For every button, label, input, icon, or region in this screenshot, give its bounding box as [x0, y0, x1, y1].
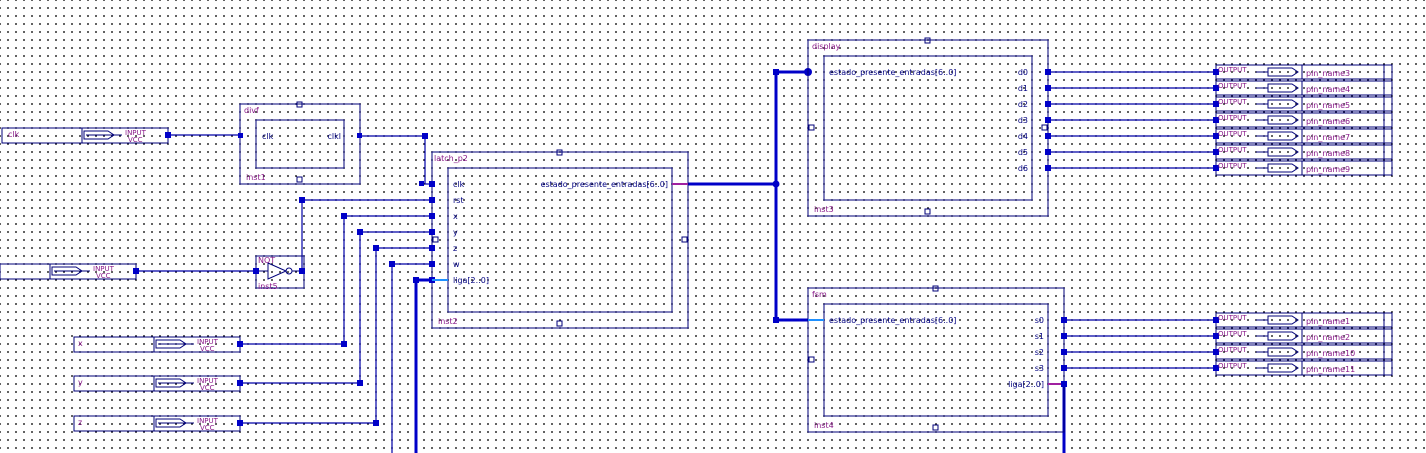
port-estado-in: estado_presente_entradas[6..0]	[829, 316, 956, 325]
output-pin-pin-name1[interactable]: OUTPUT pin_name1	[1213, 312, 1393, 328]
output-pin-name: pin_name2	[1306, 333, 1350, 342]
input-pin-type: INPUT	[197, 417, 219, 425]
port-y: y	[453, 228, 458, 237]
input-pin-default: VCC	[200, 424, 215, 432]
input-pin-reset[interactable]: INPUT VCC	[0, 263, 139, 280]
instance-label: inst5	[258, 282, 278, 291]
instance-label: inst1	[246, 173, 266, 182]
port-d4: d4	[1018, 132, 1028, 141]
input-pin-default: VCC	[200, 384, 215, 392]
output-pin-pin-name3[interactable]: OUTPUT pin_name3	[1213, 64, 1393, 80]
port-d0: d0	[1018, 68, 1028, 77]
port-estado-in: estado_presente_entradas[6..0]	[829, 68, 956, 77]
output-pin-name: pin_name10	[1306, 349, 1355, 358]
not-gate[interactable]: NOT inst5	[253, 255, 305, 291]
output-pin-type: OUTPUT	[1218, 98, 1247, 106]
port-s0: s0	[1035, 316, 1044, 325]
input-pin-x[interactable]: x INPUT VCC	[73, 336, 243, 353]
output-pin-type: OUTPUT	[1218, 162, 1247, 170]
port-z: z	[453, 244, 457, 253]
port-d1: d1	[1018, 84, 1028, 93]
output-pin-name: pin_name9	[1306, 165, 1350, 174]
input-pin-type: INPUT	[93, 265, 115, 273]
output-pin-name: pin_name11	[1306, 365, 1355, 374]
port-clk: clk	[262, 132, 274, 141]
output-pin-name: pin_name6	[1306, 117, 1350, 126]
port-liga: liga[2..0]	[453, 276, 489, 285]
output-pin-pin-name5[interactable]: OUTPUT pin_name5	[1213, 96, 1393, 112]
output-pin-type: OUTPUT	[1218, 66, 1247, 74]
gate-name: NOT	[258, 256, 275, 265]
port-s3: s3	[1035, 364, 1044, 373]
input-pin-type: INPUT	[197, 377, 219, 385]
block-name: latch_p2	[434, 154, 468, 163]
input-pin-name: x	[78, 339, 83, 348]
block-name: divf	[244, 106, 259, 115]
port-clkl: clkl	[328, 132, 341, 141]
input-pin-name: y	[78, 378, 83, 387]
input-pin-clk[interactable]: clk INPUT VCC	[1, 127, 171, 144]
output-pin-name: pin_name7	[1306, 133, 1350, 142]
port-d5: d5	[1018, 148, 1028, 157]
output-pin-pin-name8[interactable]: OUTPUT pin_name8	[1213, 144, 1393, 160]
output-pin-type: OUTPUT	[1218, 146, 1247, 154]
block-divf[interactable]: divf inst1 clk clkl	[238, 101, 362, 185]
port-x: x	[453, 212, 458, 221]
output-pin-pin-name6[interactable]: OUTPUT pin_name6	[1213, 112, 1393, 128]
block-name: display	[812, 42, 841, 51]
output-pin-pin-name4[interactable]: OUTPUT pin_name4	[1213, 80, 1393, 96]
port-d2: d2	[1018, 100, 1028, 109]
output-pin-type: OUTPUT	[1218, 114, 1247, 122]
input-pin-name: z	[78, 418, 82, 427]
output-pin-type: OUTPUT	[1218, 346, 1247, 354]
block-name: fsm	[812, 290, 827, 299]
output-pin-name: pin_name4	[1306, 85, 1350, 94]
output-pin-name: pin_name3	[1306, 69, 1350, 78]
instance-label: inst4	[814, 421, 834, 430]
input-pin-default: VCC	[200, 345, 215, 353]
input-pin-name: clk	[8, 130, 20, 139]
input-pin-y[interactable]: y INPUT VCC	[73, 375, 243, 392]
port-d3: d3	[1018, 116, 1028, 125]
wires	[136, 71, 1216, 453]
input-pin-type: INPUT	[125, 129, 147, 137]
input-pin-default: VCC	[128, 136, 143, 144]
output-pin-type: OUTPUT	[1218, 130, 1247, 138]
output-pin-name: pin_name8	[1306, 149, 1350, 158]
port-rst: rst	[453, 196, 464, 205]
output-pin-type: OUTPUT	[1218, 82, 1247, 90]
output-pin-type: OUTPUT	[1218, 362, 1247, 370]
port-clk: clk	[453, 180, 465, 189]
block-display[interactable]: display inst3 estado_presente_entradas[6…	[807, 37, 1051, 217]
output-pin-pin-name11[interactable]: OUTPUT pin_name11	[1213, 360, 1393, 376]
block-fsm[interactable]: fsm inst4 estado_presente_entradas[6..0]…	[807, 285, 1067, 433]
output-pin-name: pin_name5	[1306, 101, 1350, 110]
output-pin-type: OUTPUT	[1218, 330, 1247, 338]
input-pin-default: VCC	[96, 272, 111, 280]
input-pin-type: INPUT	[197, 338, 219, 346]
buses	[414, 70, 1066, 453]
instance-label: inst3	[814, 205, 834, 214]
output-pin-pin-name9[interactable]: OUTPUT pin_name9	[1213, 160, 1393, 176]
port-estado-out: estado_presente_entradas[6..0]	[541, 180, 668, 189]
port-w: w	[453, 260, 460, 269]
instance-label: inst2	[438, 317, 458, 326]
junctions	[772, 68, 812, 188]
port-d6: d6	[1018, 164, 1028, 173]
output-pin-name: pin_name1	[1306, 317, 1350, 326]
output-pin-pin-name7[interactable]: OUTPUT pin_name7	[1213, 128, 1393, 144]
port-liga-out: liga[2..0]	[1008, 380, 1044, 389]
block-latch[interactable]: latch_p2 inst2 clk rst x y z w liga[2..0…	[299, 69, 779, 426]
port-s1: s1	[1035, 332, 1044, 341]
input-pin-z[interactable]: z INPUT VCC	[73, 415, 243, 432]
port-s2: s2	[1035, 348, 1044, 357]
output-pin-pin-name2[interactable]: OUTPUT pin_name2	[1213, 328, 1393, 344]
output-pin-type: OUTPUT	[1218, 314, 1247, 322]
output-pin-pin-name10[interactable]: OUTPUT pin_name10	[1213, 344, 1393, 360]
